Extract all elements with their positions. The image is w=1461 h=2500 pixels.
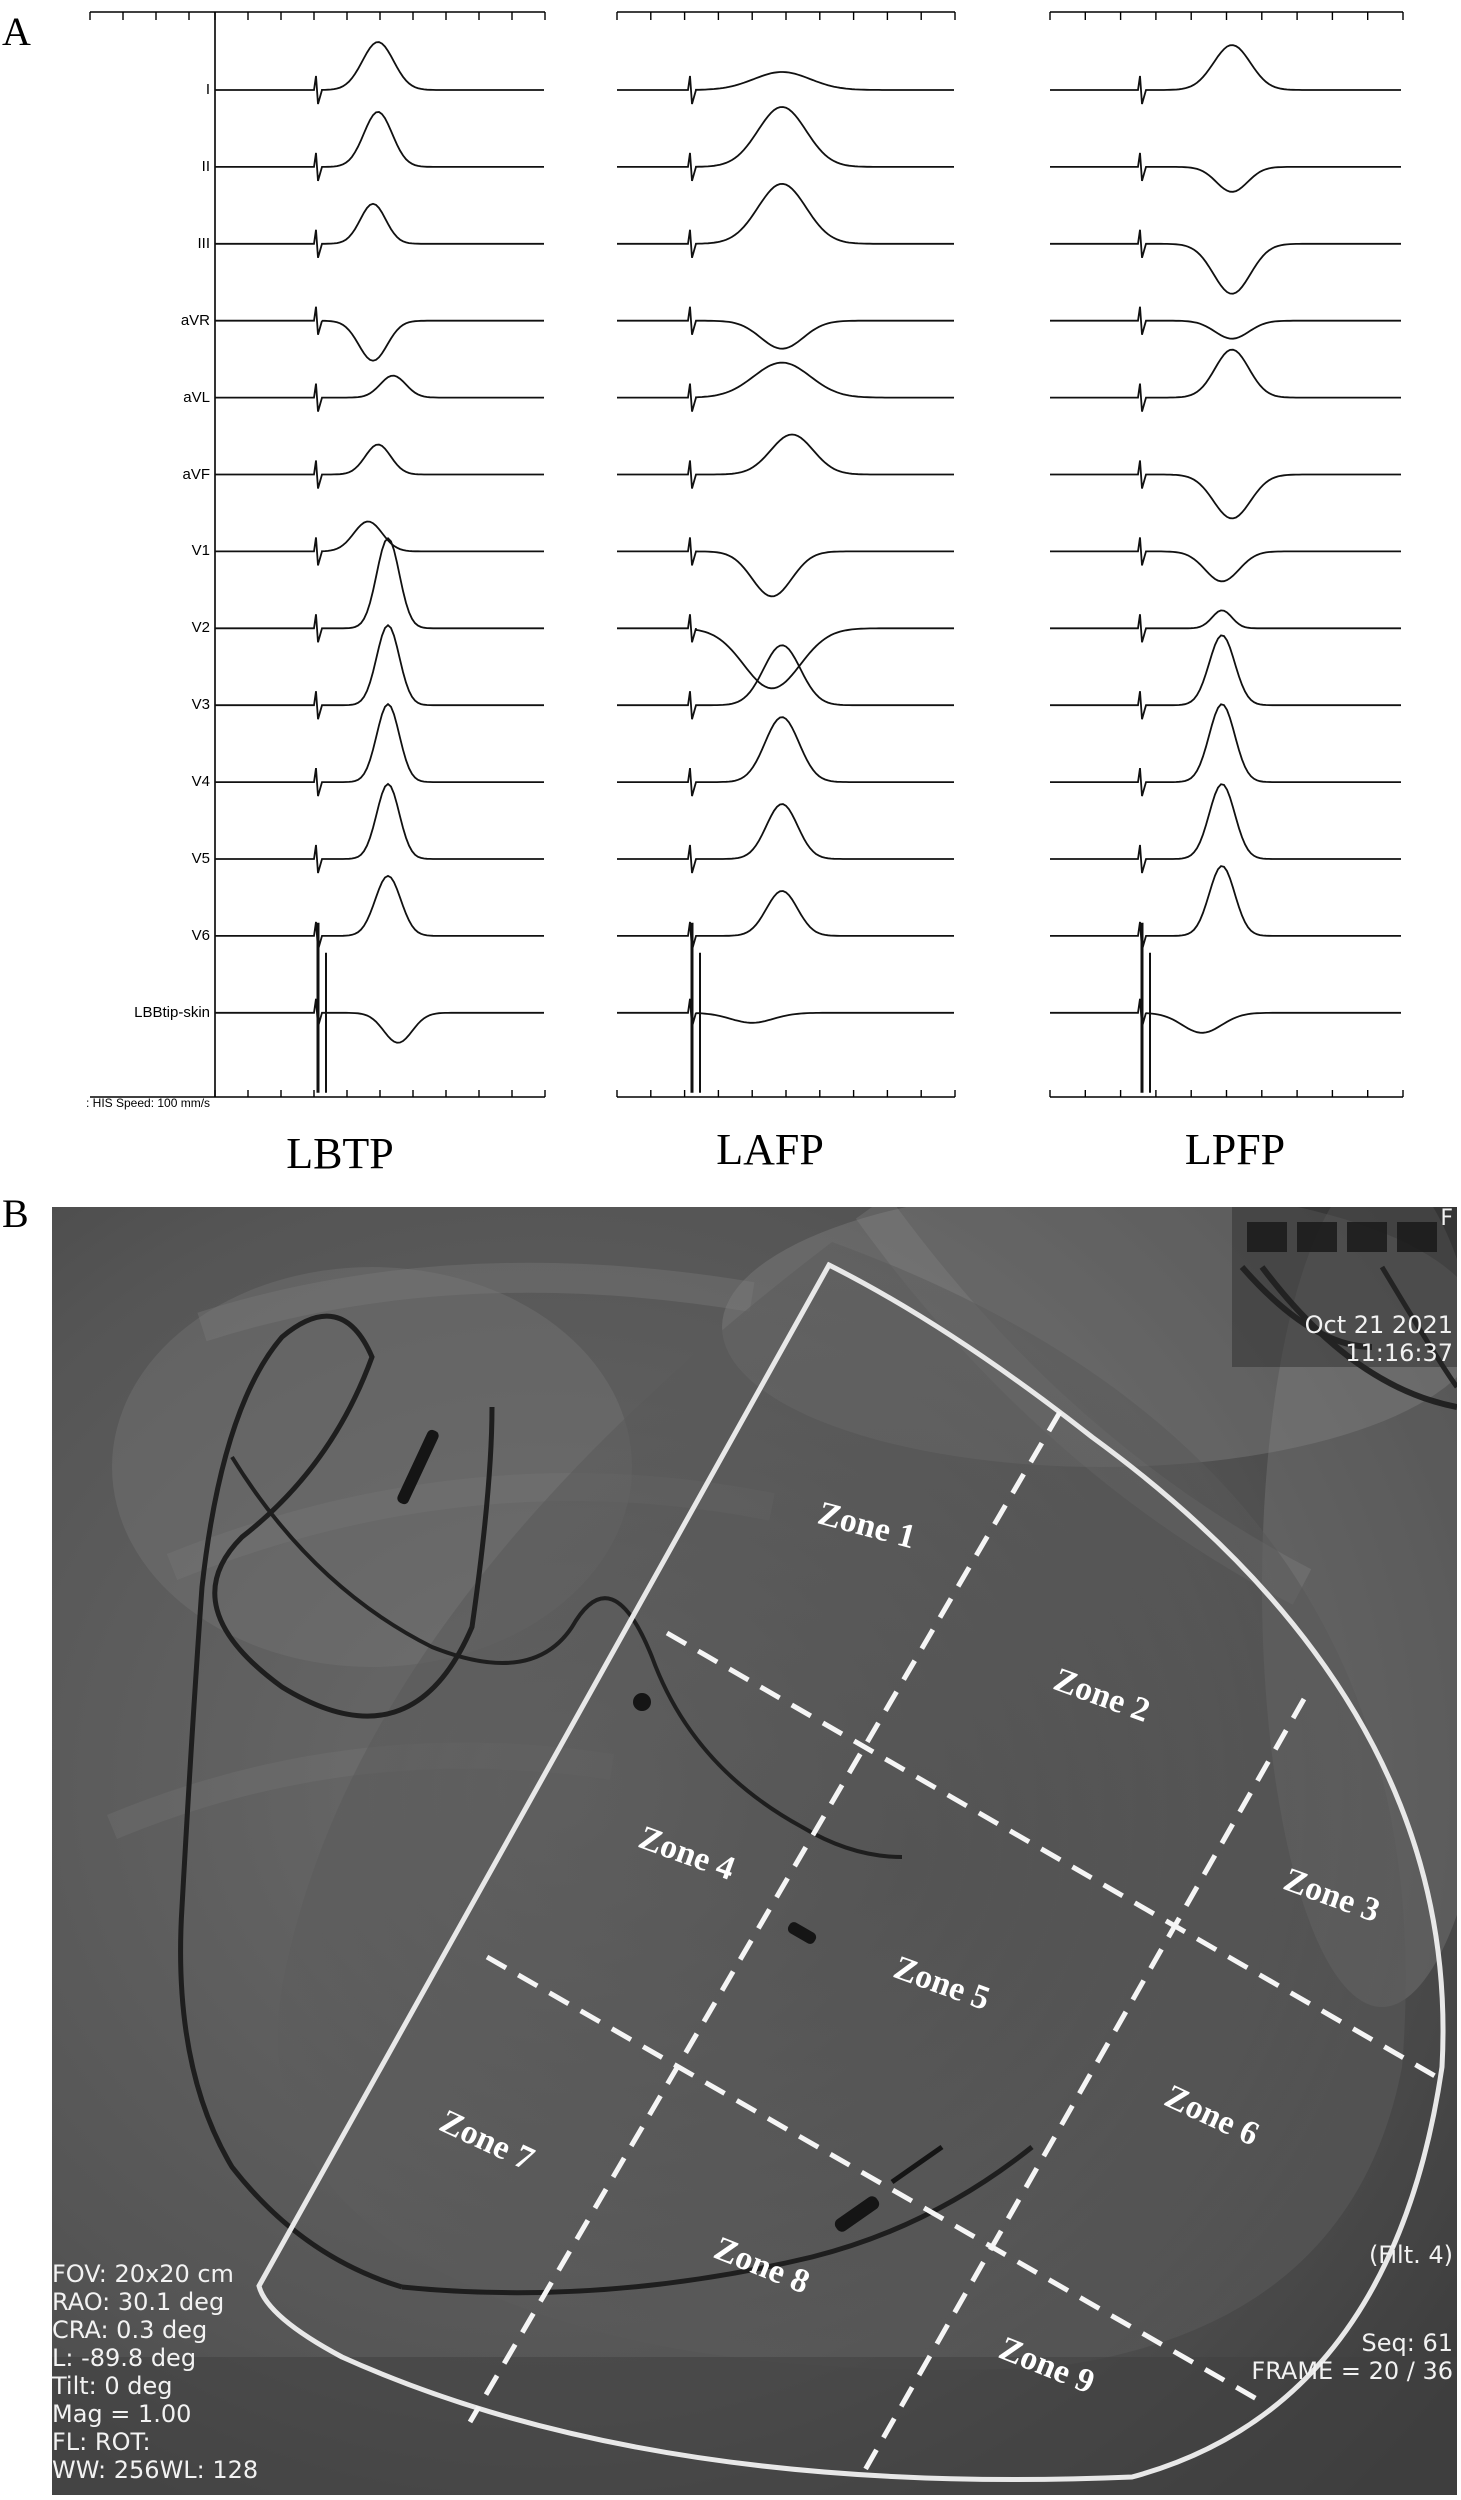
lead-label: aVL bbox=[183, 388, 210, 406]
study-date: Oct 21 2021 bbox=[1304, 1311, 1453, 1339]
ecg-trace bbox=[1050, 460, 1401, 520]
lead-wire-2 bbox=[401, 2145, 1034, 2296]
lead-label: aVR bbox=[180, 311, 210, 329]
ecg-trace bbox=[617, 537, 954, 598]
lead-label: II bbox=[201, 157, 210, 175]
ecg-trace bbox=[1050, 306, 1401, 340]
ecg-trace bbox=[617, 644, 954, 720]
acquisition-param: L: -89.8 deg bbox=[52, 2344, 197, 2372]
lead-tip-1 bbox=[397, 1429, 439, 1505]
lead-tip-2 bbox=[890, 2144, 944, 2185]
ecg-trace bbox=[617, 716, 954, 797]
title-lpfp: LPFP bbox=[1184, 1125, 1286, 1174]
ecg-trace bbox=[215, 111, 544, 182]
lead-wire-1 bbox=[178, 1313, 495, 2290]
filter-label: (Filt. 4) bbox=[1368, 2241, 1453, 2269]
ecg-trace bbox=[617, 803, 954, 874]
ecg-trace bbox=[1050, 865, 1401, 951]
lead-label: I bbox=[205, 81, 210, 98]
ecg-trace bbox=[215, 874, 544, 951]
speed-label: : HIS Speed: 100 mm/s bbox=[86, 1096, 211, 1110]
lead-label: aVF bbox=[182, 465, 210, 483]
ecg-trace bbox=[1050, 537, 1401, 583]
acquisition-param: Mag = 1.00 bbox=[52, 2400, 192, 2428]
ecg-trace bbox=[617, 106, 954, 182]
acquisition-param: CRA: 0.3 deg bbox=[52, 2316, 208, 2344]
corner-mark: F bbox=[1440, 1207, 1453, 1231]
study-time: 11:16:37 bbox=[1345, 1339, 1453, 1367]
ecg-trace bbox=[617, 998, 954, 1028]
lead-electrode-2 bbox=[787, 1922, 817, 1944]
frame-label: FRAME = 20 / 36 bbox=[1251, 2357, 1453, 2385]
ecg-trace bbox=[215, 306, 544, 362]
lead-label: III bbox=[197, 234, 210, 252]
lead-label: V4 bbox=[191, 773, 210, 791]
ecg-trace bbox=[1050, 609, 1401, 643]
heart-silhouette bbox=[277, 1242, 1406, 2370]
ecg-trace bbox=[617, 182, 954, 259]
ecg-trace bbox=[617, 614, 954, 690]
ecg-trace bbox=[1050, 703, 1401, 797]
lead-label: V5 bbox=[191, 850, 210, 867]
ecg-traces bbox=[89, 11, 1404, 1098]
ecg-trace bbox=[1050, 152, 1401, 193]
lead-electrode-3 bbox=[834, 2196, 880, 2232]
ecg-trace bbox=[215, 443, 544, 489]
rib-1 bbox=[197, 1262, 755, 1342]
acquisition-param: WW: 256WL: 128 bbox=[52, 2456, 259, 2484]
ecg-trace bbox=[215, 782, 544, 874]
ecg-trace bbox=[1050, 44, 1401, 105]
ecg-trace bbox=[617, 890, 954, 951]
ecg-trace bbox=[1050, 998, 1401, 1034]
lead-label: V2 bbox=[191, 619, 210, 637]
acquisition-param: RAO: 30.1 deg bbox=[52, 2288, 225, 2316]
title-lbtp: LBTP bbox=[286, 1129, 394, 1178]
ecg-trace bbox=[1050, 229, 1401, 295]
ecg-trace bbox=[215, 623, 544, 720]
acquisition-param: FL: ROT: bbox=[52, 2428, 151, 2456]
ecg-trace bbox=[1050, 783, 1401, 874]
ecg-trace bbox=[617, 306, 954, 350]
ecg-trace bbox=[215, 537, 544, 643]
ecg-trace bbox=[215, 520, 544, 566]
lead-wire-3 bbox=[230, 1455, 903, 1859]
seq-label: Seq: 61 bbox=[1361, 2329, 1454, 2357]
zone-dividers bbox=[467, 1410, 1444, 2472]
panel-a-letter: A bbox=[2, 9, 31, 54]
lead-label: V3 bbox=[191, 696, 210, 714]
device-icon bbox=[1232, 1207, 1457, 1410]
ecg-trace bbox=[1050, 348, 1401, 412]
acquisition-param: Tilt: 0 deg bbox=[52, 2372, 173, 2400]
ecg-trace bbox=[215, 202, 544, 259]
acquisition-param: FOV: 20x20 cm bbox=[52, 2260, 234, 2288]
ecg-trace bbox=[215, 998, 544, 1044]
ecg-trace bbox=[1050, 634, 1401, 720]
lead-label: V1 bbox=[191, 542, 210, 560]
ecg-trace bbox=[215, 702, 544, 797]
lv-outline bbox=[256, 1261, 1446, 2482]
lead-electrode-1 bbox=[633, 1693, 651, 1711]
title-lafp: LAFP bbox=[716, 1125, 824, 1174]
lead-label: V6 bbox=[191, 926, 210, 944]
lead-label: LBBtip-skin bbox=[134, 1003, 210, 1021]
panel-b-letter: B bbox=[2, 1191, 29, 1236]
fluoroscopy-image bbox=[52, 1207, 1457, 2495]
ecg-trace bbox=[215, 374, 544, 412]
ecg-trace bbox=[617, 361, 954, 412]
ecg-trace bbox=[617, 433, 954, 489]
ecg-trace bbox=[215, 41, 544, 105]
ecg-trace bbox=[617, 71, 954, 105]
